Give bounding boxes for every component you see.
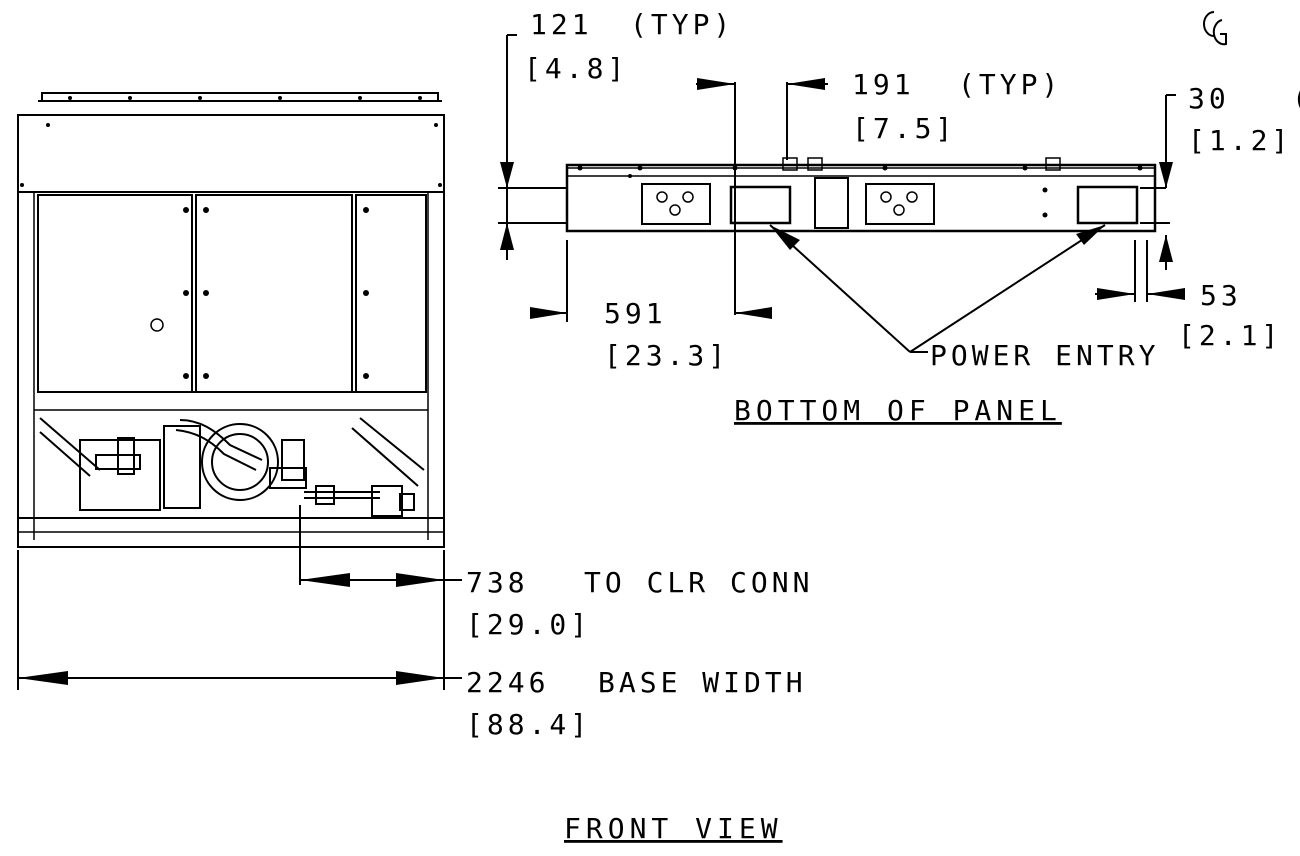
dim-2246-value: 2246 (466, 666, 549, 699)
bottom-of-panel-title: BOTTOM OF PANEL (734, 394, 1062, 427)
dim-121-typ: (TYP) (630, 8, 734, 41)
dim-738-label: TO CLR CONN (584, 566, 813, 599)
dim-738-inches: [29.0] (466, 608, 591, 641)
dim-30-paren: ( (1292, 82, 1300, 115)
front-view-title: FRONT VIEW (564, 812, 783, 845)
dim-30-value: 30 (1188, 82, 1230, 115)
front-view-unit (17, 92, 445, 585)
power-entry-label: POWER ENTRY (930, 339, 1159, 372)
dim-2246-inches: [88.4] (466, 708, 591, 741)
dimension-lines (17, 34, 1185, 690)
dim-191-inches: [7.5] (852, 112, 956, 145)
dim-121-inches: [4.8] (524, 52, 628, 85)
dim-591-value: 591 (604, 297, 667, 330)
dim-30-inches: [1.2] (1188, 124, 1292, 157)
dim-53-value: 53 (1200, 279, 1242, 312)
dim-191-value: 191 (852, 68, 915, 101)
dimension-arrows (18, 78, 1185, 685)
dim-191-typ: (TYP) (958, 68, 1062, 101)
dim-738-value: 738 (466, 566, 529, 599)
bottom-of-panel-view (565, 157, 1157, 233)
dim-121-value: 121 (530, 8, 593, 41)
dim-591-inches: [23.3] (604, 339, 729, 372)
dim-2246-label: BASE WIDTH (598, 666, 807, 699)
dim-53-inches: [2.1] (1178, 319, 1282, 352)
centerline-symbol (1203, 11, 1227, 46)
